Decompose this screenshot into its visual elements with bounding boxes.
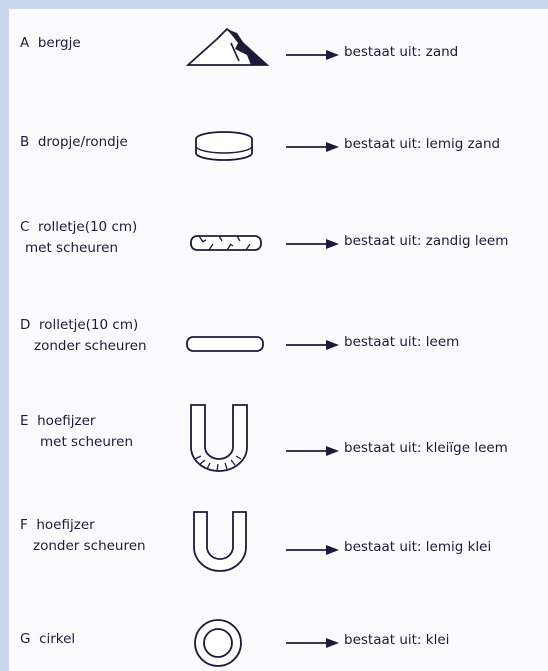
roll-icon (186, 336, 264, 352)
result-text: bestaat uit: klei (344, 632, 450, 648)
row-description: rolletje(10 cm) (38, 219, 138, 235)
row-label: A bergje (20, 33, 81, 54)
row-description: hoefijzer (37, 413, 96, 429)
row-letter: F (20, 517, 28, 533)
result-text: bestaat uit: lemig zand (344, 136, 501, 152)
row-label: B dropje/rondje (20, 132, 128, 153)
mountain-icon (185, 27, 270, 66)
arrow-icon (286, 340, 339, 350)
row-letter: E (20, 413, 29, 429)
row-letter: B (20, 134, 30, 150)
arrow-icon (286, 446, 339, 456)
row-description-line2: zonder scheuren (34, 338, 147, 354)
row-description: hoefijzer (36, 517, 95, 533)
row-label: G cirkel (20, 629, 75, 650)
row-letter: D (20, 317, 31, 333)
row-label: C rolletje(10 cm) met scheuren (20, 217, 137, 259)
result-text: bestaat uit: lemig klei (344, 539, 492, 555)
ring-icon (194, 619, 242, 667)
row-description-line2: zonder scheuren (33, 538, 146, 554)
diagram-panel: A bergje bestaat uit: zand B dropje/rond… (9, 9, 548, 671)
row-label: F hoefijzer zonder scheuren (20, 515, 146, 557)
disc-icon (195, 131, 253, 161)
arrow-icon (286, 545, 339, 555)
cracked-roll-icon (190, 235, 262, 251)
horseshoe-icon (193, 511, 247, 572)
row-description: bergje (37, 35, 81, 51)
row-description-line2: met scheuren (25, 240, 119, 256)
result-text: bestaat uit: zandig leem (344, 233, 509, 249)
result-text: bestaat uit: zand (344, 44, 459, 60)
result-text: bestaat uit: kleiïge leem (344, 440, 508, 456)
arrow-icon (286, 142, 339, 152)
row-description-line2: met scheuren (40, 434, 134, 450)
arrow-icon (286, 638, 339, 648)
row-description: rolletje(10 cm) (39, 317, 139, 333)
row-label: E hoefijzer met scheuren (20, 411, 133, 453)
row-label: D rolletje(10 cm) zonder scheuren (20, 315, 147, 357)
row-letter: C (20, 219, 30, 235)
row-description: dropje/rondje (37, 134, 128, 150)
row-letter: A (20, 35, 30, 51)
row-letter: G (20, 631, 31, 647)
arrow-icon (286, 50, 339, 60)
result-text: bestaat uit: leem (344, 334, 460, 350)
arrow-icon (286, 239, 339, 249)
row-description: cirkel (39, 631, 76, 647)
cracked-horseshoe-icon (190, 404, 248, 472)
